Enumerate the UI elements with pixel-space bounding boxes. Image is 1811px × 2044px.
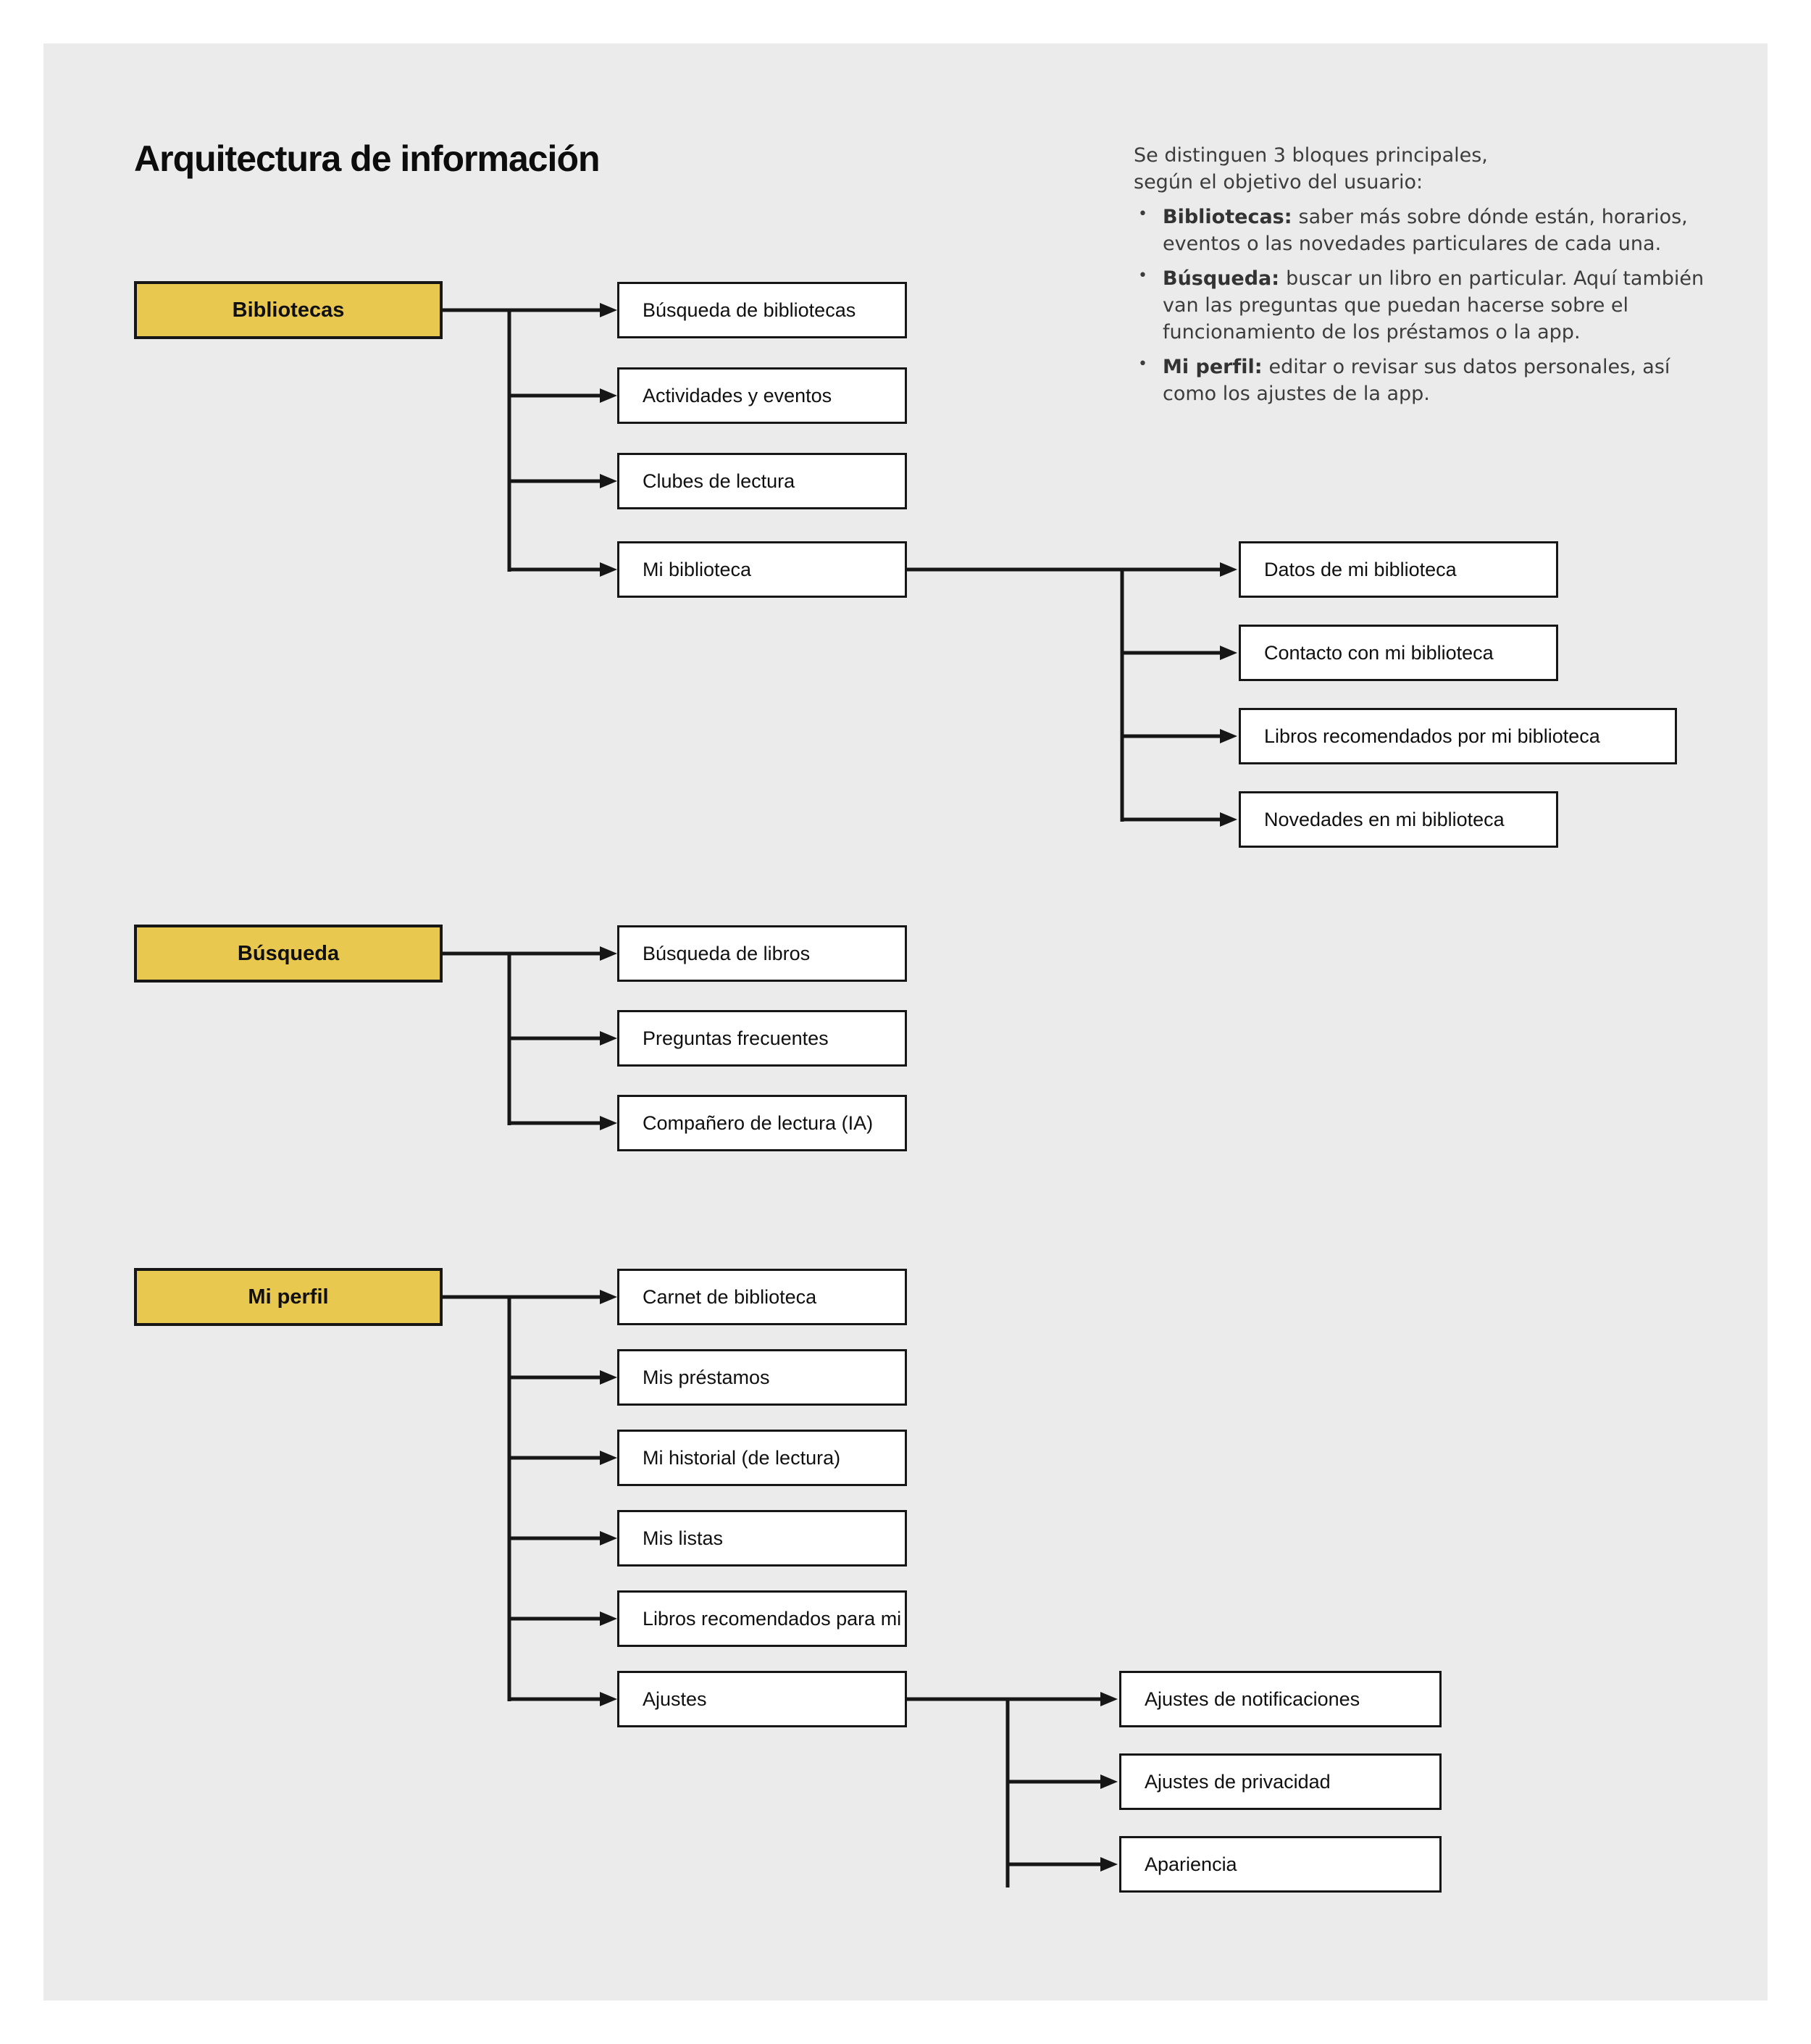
node-label: Actividades y eventos	[643, 384, 832, 406]
node-mi-perfil[interactable]: Mi perfil	[134, 1268, 443, 1326]
node-actividades-y-eventos[interactable]: Actividades y eventos	[617, 367, 907, 424]
node-label: Carnet de biblioteca	[643, 1285, 817, 1308]
annotation-bullet: • Bibliotecas:saber más sobre dónde están…	[1134, 204, 1706, 257]
node-label: Mi historial (de lectura)	[643, 1446, 841, 1469]
node-mis-prestamos[interactable]: Mis préstamos	[617, 1349, 907, 1406]
node-label: Clubes de lectura	[643, 470, 795, 492]
node-label: Búsqueda de libros	[643, 942, 811, 964]
node-label: Bibliotecas	[232, 298, 345, 322]
node-label: Novedades en mi biblioteca	[1264, 808, 1505, 830]
node-mis-listas[interactable]: Mis listas	[617, 1510, 907, 1567]
bullet-text: saber más sobre dónde están, horarios, e…	[1163, 206, 1688, 255]
annotation-intro-line: según el objetivo del usuario:	[1134, 171, 1423, 193]
node-busqueda-de-bibliotecas[interactable]: Búsqueda de bibliotecas	[617, 282, 907, 338]
node-label: Mis listas	[643, 1527, 724, 1549]
bullet-lead: Bibliotecas:	[1163, 206, 1292, 228]
node-label: Contacto con mi biblioteca	[1264, 641, 1494, 664]
node-ajustes[interactable]: Ajustes	[617, 1671, 907, 1727]
node-label: Mi biblioteca	[643, 558, 752, 580]
node-label: Apariencia	[1145, 1853, 1237, 1875]
node-apariencia[interactable]: Apariencia	[1119, 1836, 1442, 1893]
node-mi-historial-de-lectura[interactable]: Mi historial (de lectura)	[617, 1430, 907, 1486]
node-carnet-de-biblioteca[interactable]: Carnet de biblioteca	[617, 1269, 907, 1325]
node-label: Búsqueda	[237, 941, 340, 965]
node-ajustes-de-notificaciones[interactable]: Ajustes de notificaciones	[1119, 1671, 1442, 1727]
bullet-dot-icon: •	[1138, 205, 1147, 223]
node-preguntas-frecuentes[interactable]: Preguntas frecuentes	[617, 1010, 907, 1067]
annotation-note: Se distinguen 3 bloques principales, seg…	[1134, 142, 1706, 407]
bullet-dot-icon: •	[1138, 267, 1147, 285]
bullet-text: editar o revisar sus datos personales, a…	[1163, 356, 1670, 405]
node-ajustes-de-privacidad[interactable]: Ajustes de privacidad	[1119, 1753, 1442, 1810]
node-datos-de-mi-biblioteca[interactable]: Datos de mi biblioteca	[1239, 541, 1558, 598]
page-title: Arquitectura de información	[134, 138, 601, 179]
node-libros-recomendados-para-mi[interactable]: Libros recomendados para mi	[617, 1590, 907, 1647]
node-bibliotecas[interactable]: Bibliotecas	[134, 281, 443, 339]
node-libros-recomendados-por-mi-biblioteca[interactable]: Libros recomendados por mi biblioteca	[1239, 708, 1677, 764]
node-novedades-en-mi-biblioteca[interactable]: Novedades en mi biblioteca	[1239, 791, 1558, 848]
annotation-bullet: • Mi perfil:editar o revisar sus datos pe…	[1134, 354, 1706, 407]
annotation-bullet: • Búsqueda:buscar un libro en particular.…	[1134, 265, 1706, 346]
bullet-lead: Mi perfil:	[1163, 356, 1263, 378]
node-label: Búsqueda de bibliotecas	[643, 299, 856, 321]
node-label: Datos de mi biblioteca	[1264, 558, 1457, 580]
bullet-dot-icon: •	[1138, 355, 1147, 373]
node-contacto-con-mi-biblioteca[interactable]: Contacto con mi biblioteca	[1239, 625, 1558, 681]
node-busqueda[interactable]: Búsqueda	[134, 925, 443, 983]
node-busqueda-de-libros[interactable]: Búsqueda de libros	[617, 925, 907, 982]
node-label: Compañero de lectura (IA)	[643, 1111, 874, 1134]
node-label: Libros recomendados para mi	[643, 1607, 902, 1630]
node-label: Ajustes	[643, 1688, 707, 1710]
bullet-text: buscar un libro en particular. Aquí tamb…	[1163, 267, 1705, 343]
node-mi-biblioteca[interactable]: Mi biblioteca	[617, 541, 907, 598]
bullet-lead: Búsqueda:	[1163, 267, 1280, 290]
node-label: Mi perfil	[248, 1285, 329, 1309]
node-label: Ajustes de notificaciones	[1145, 1688, 1360, 1710]
node-clubes-de-lectura[interactable]: Clubes de lectura	[617, 453, 907, 509]
node-label: Mis préstamos	[643, 1366, 770, 1388]
node-label: Libros recomendados por mi biblioteca	[1264, 725, 1600, 747]
node-label: Preguntas frecuentes	[643, 1027, 829, 1049]
node-companero-de-lectura-ia[interactable]: Compañero de lectura (IA)	[617, 1095, 907, 1151]
node-label: Ajustes de privacidad	[1145, 1770, 1331, 1793]
annotation-intro-line: Se distinguen 3 bloques principales,	[1134, 144, 1488, 167]
